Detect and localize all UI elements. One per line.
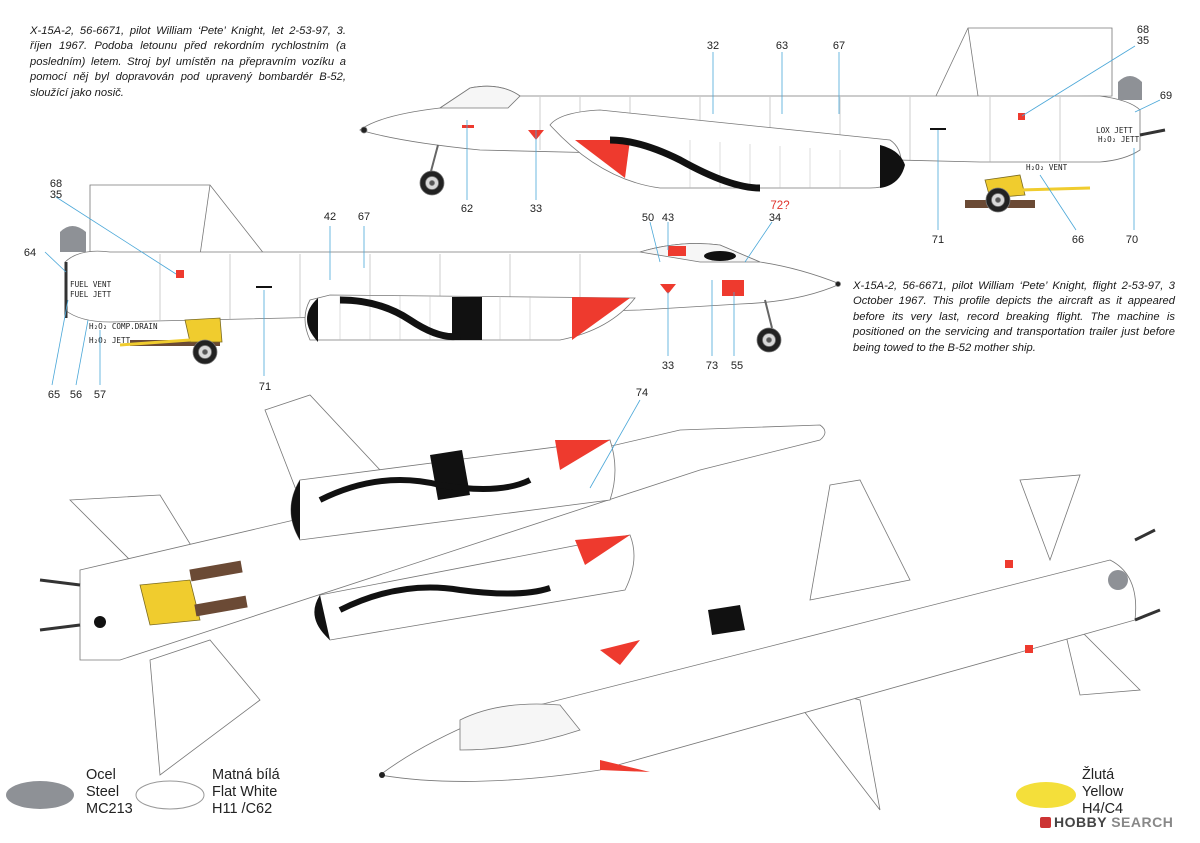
callout-57: 57 — [94, 389, 106, 401]
leader-74 — [589, 399, 641, 489]
callout-56: 56 — [70, 389, 82, 401]
hobby-search-logo-icon — [1040, 817, 1051, 828]
vertical-fin — [934, 27, 1113, 99]
callout-64: 64 — [24, 247, 36, 259]
callout-67-b: 67 — [358, 211, 370, 223]
underside-fuselage — [79, 424, 826, 661]
swatch-flat-white — [135, 780, 205, 810]
callout-71: 71 — [932, 234, 944, 246]
callout-65: 65 — [48, 389, 60, 401]
callout-71-b: 71 — [259, 381, 271, 393]
callout-69: 69 — [1160, 90, 1172, 102]
callout-50: 50 — [642, 212, 654, 224]
callout-68: 68 — [1137, 24, 1149, 36]
watermark: HOBBY SEARCH — [1040, 814, 1173, 830]
callout-70: 70 — [1126, 234, 1138, 246]
callout-35: 35 — [1137, 35, 1149, 47]
callout-68-b: 68 — [50, 178, 62, 190]
caption-czech: X-15A-2, 56-6671, pilot William ‘Pete’ K… — [30, 25, 346, 99]
callout-42: 42 — [324, 211, 336, 223]
callout-35-b: 35 — [50, 189, 62, 201]
fuselage — [359, 85, 1141, 163]
callout-32: 32 — [707, 40, 719, 52]
callouts-second: 68 35 64 42 67 50 43 72? 34 65 56 57 71 … — [24, 178, 790, 401]
stencil-lox-jett: LOX JETT — [1096, 126, 1133, 135]
vertical-fin-2 — [89, 184, 266, 256]
caption-english: X-15A-2, 56-6671, pilot William ‘Pete’ K… — [853, 280, 1175, 354]
callouts-top: 32 63 67 68 35 69 62 33 71 66 70 — [461, 24, 1172, 246]
fuselage-2 — [64, 243, 842, 323]
callout-67: 67 — [833, 40, 845, 52]
stencil-h2o2-jett-second: H₂O₂ JETT — [89, 336, 131, 345]
stencil-fuel-jett: FUEL JETT — [70, 290, 112, 299]
canopy — [438, 85, 521, 109]
stencil-fuel-vent: FUEL VENT — [70, 280, 112, 289]
leader-lines-top — [466, 45, 1161, 231]
callout-34: 34 — [769, 212, 781, 224]
callout-73: 73 — [706, 360, 718, 372]
callout-43: 43 — [662, 212, 674, 224]
leader-lines-second — [44, 196, 773, 386]
stencil-h2o2-comp-drain: H₂O₂ COMP.DRAIN — [89, 322, 158, 331]
top-view — [379, 474, 1161, 811]
tank-red-nose — [575, 140, 630, 178]
swatch-yellow — [1016, 782, 1076, 808]
stencil-h2o2-jett-top: H₂O₂ JETT — [1098, 135, 1140, 144]
callout-63: 63 — [776, 40, 788, 52]
underside-view — [39, 394, 826, 776]
callout-66: 66 — [1072, 234, 1084, 246]
profile-top — [359, 27, 1166, 213]
callout-74: 74 — [636, 387, 648, 399]
callout-33: 33 — [530, 203, 542, 215]
tank-black-stripe — [609, 136, 761, 192]
callout-62: 62 — [461, 203, 473, 215]
swatch-steel — [6, 781, 74, 809]
profile-second — [60, 184, 842, 365]
callout-55: 55 — [731, 360, 743, 372]
callout-33-b: 33 — [662, 360, 674, 372]
callout-72: 72? — [770, 200, 789, 212]
stencil-h2o2-vent: H₂O₂ VENT — [1026, 163, 1068, 172]
